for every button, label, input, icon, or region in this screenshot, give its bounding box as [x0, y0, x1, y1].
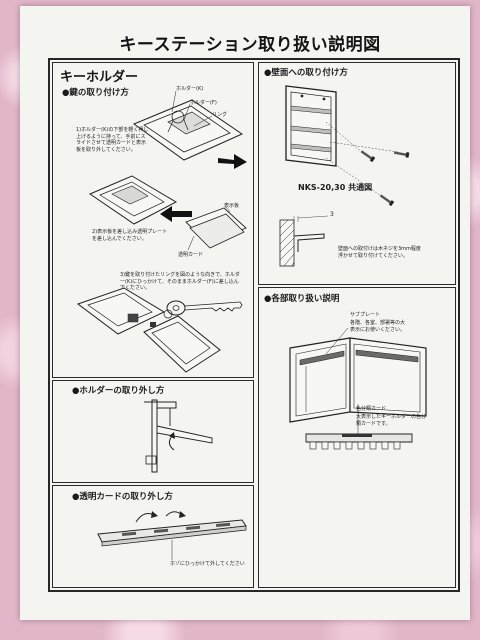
wall-dimension-label: 3 — [330, 211, 334, 218]
slide-out-arrow-icon — [218, 154, 247, 169]
sub-plate-note: 各階、各室、部署等の大表示にお使いください。 — [350, 320, 406, 333]
label-color-card: 色分類カード — [356, 406, 387, 412]
label-holder-k: ホルダー(K) — [176, 86, 204, 92]
wall-mount-note: 壁面への取付けは木ネジを3mm程度浮かせて取り付けてください。 — [338, 246, 421, 259]
label-sub-plate: サブプレート — [350, 312, 381, 318]
clear-card-diagram — [143, 315, 221, 373]
holder-insert-diagram — [88, 175, 178, 225]
step1-text: 1)ホルダー(K)の下部を軽く押し上げるように持って、手前にスライドさせて透明カ… — [76, 127, 149, 153]
label-holder-f: ホルダー(F) — [190, 100, 217, 106]
open-cabinet-diagram — [289, 327, 427, 450]
step2-text: 2)表示板を差し込み透明プレートを差し込んでください。 — [92, 229, 168, 242]
step3-text: 3)鍵を取り付けたリングを図のような向きで、ホルダー(K)にひっかけて、そのまま… — [120, 272, 240, 291]
outer-frame — [48, 58, 460, 592]
holder-removal-section — [52, 380, 254, 483]
display-plate-diagram — [185, 206, 247, 251]
label-ring: リング — [212, 112, 228, 118]
label-display-plate: 表示板 — [224, 203, 240, 209]
card-removal-note: ホゾにひっかけて外してください — [170, 561, 245, 567]
label-clear-card: 透明カード — [178, 252, 204, 258]
model-label: NKS-20,30 共通図 — [298, 183, 373, 192]
page-title: キーステーション取り扱い説明図 — [119, 35, 381, 55]
key-holder-section — [52, 62, 254, 378]
card-removal-diagram — [97, 511, 247, 560]
key-icon — [163, 300, 243, 319]
key-attach-subheading: ●鍵の取り付け方 — [62, 88, 129, 98]
holder-open-diagram — [132, 90, 244, 161]
holder-with-ring-diagram — [76, 287, 166, 335]
wall-panel-diagram — [285, 85, 410, 207]
card-removal-subheading: ●透明カードの取り外し方 — [72, 492, 173, 502]
holder-removal-diagram — [144, 399, 213, 473]
card-removal-section — [52, 485, 254, 588]
parts-subheading: ●各部取り扱い説明 — [264, 294, 340, 304]
wall-mount-section — [258, 62, 456, 285]
holder-removal-subheading: ●ホルダーの取り外し方 — [72, 386, 165, 396]
color-card-note: 大表示したキーホルダーの色分類カードです。 — [356, 414, 427, 427]
insert-arrow-icon — [160, 206, 192, 222]
key-holder-heading: キーホルダー — [60, 70, 139, 85]
wall-mount-subheading: ●壁面への取り付け方 — [264, 68, 348, 78]
wall-section-diagram — [279, 215, 329, 267]
parts-section — [258, 287, 456, 588]
